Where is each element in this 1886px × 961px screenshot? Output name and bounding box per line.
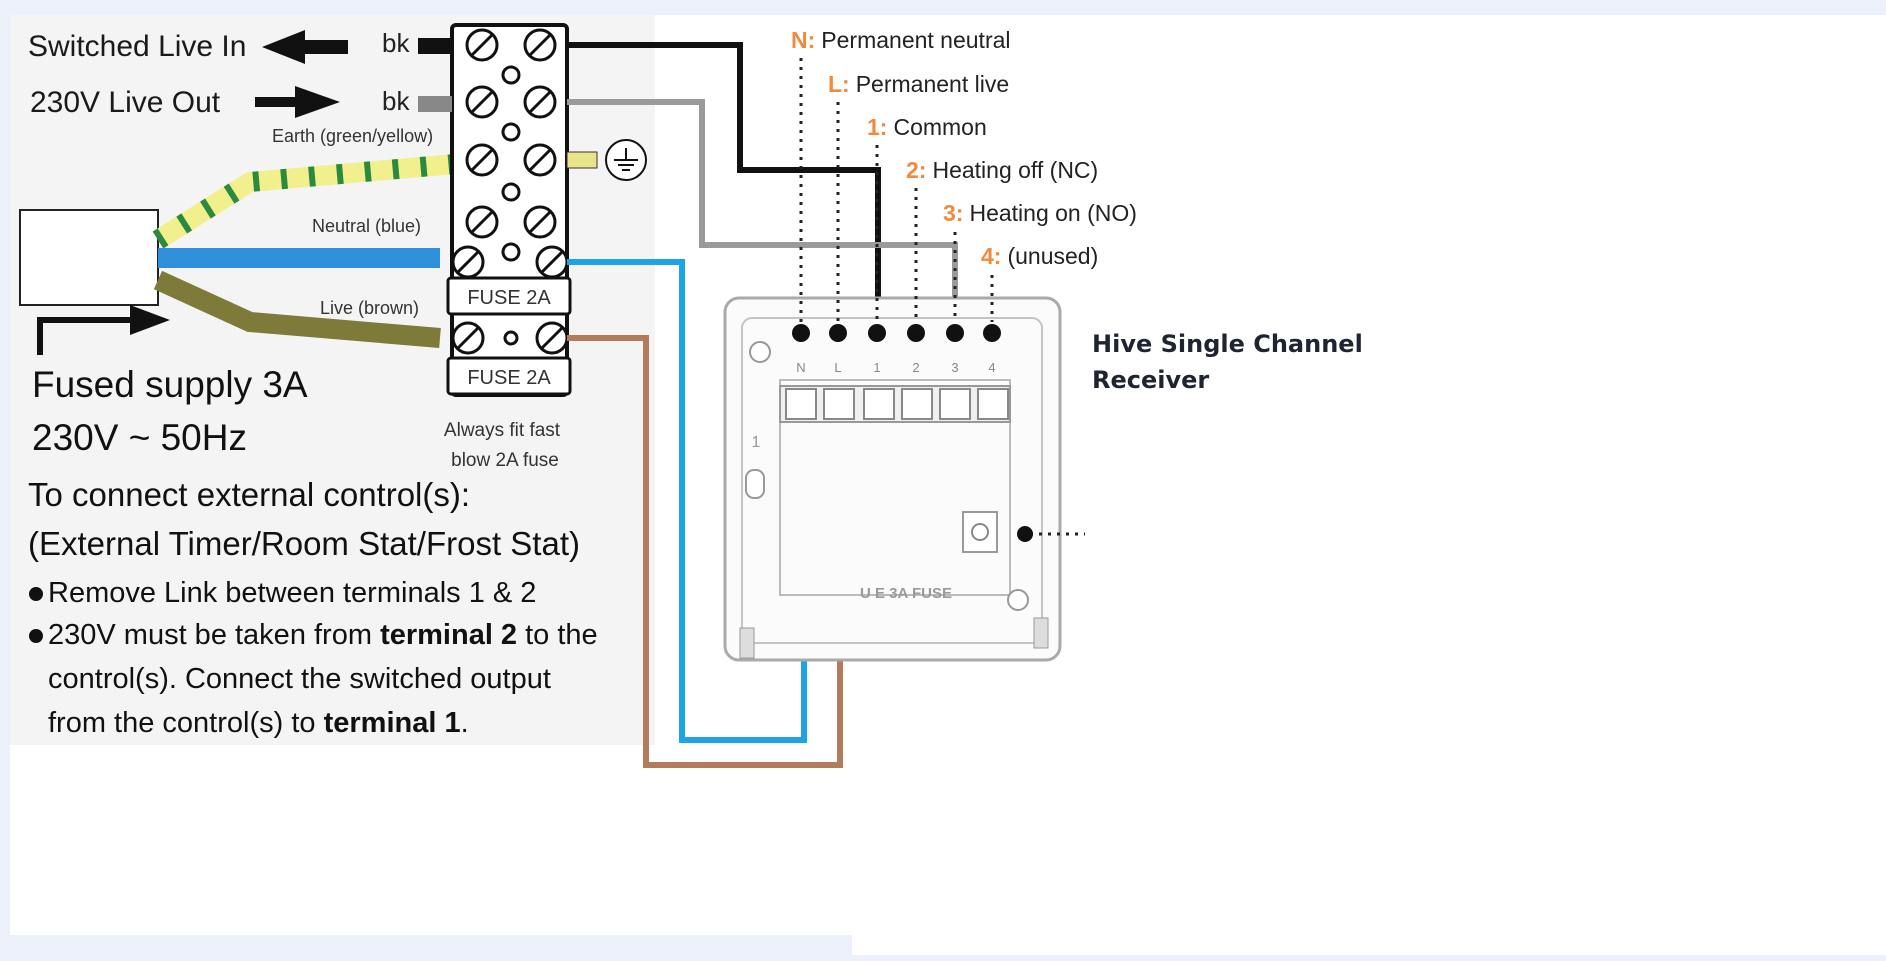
- supply-arrow-line: [37, 317, 135, 355]
- supply-line1: Fused supply 3A: [32, 364, 308, 405]
- earth-symbol-icon: [566, 139, 647, 181]
- receiver-title-line1: Hive Single Channel: [1092, 330, 1363, 358]
- bk-label-second: bk: [382, 86, 410, 116]
- switched-live-in-label: Switched Live In: [28, 30, 246, 63]
- receiver-title-line2: Receiver: [1092, 366, 1209, 394]
- supply-arrow-head: [130, 305, 170, 335]
- instruction-bullet1: Remove Link between terminals 1 & 2: [48, 577, 536, 609]
- live-out-label: 230V Live Out: [30, 86, 221, 119]
- fit-fuse-note-line1: Always fit fast: [444, 420, 561, 441]
- fuse-label-upper: FUSE 2A: [467, 287, 551, 309]
- terminal-key-3: 3:: [943, 200, 963, 226]
- instruction-bullet2-line3: from the control(s) to terminal 1.: [48, 707, 469, 739]
- receiver-terminal-mark-2: 2: [912, 360, 919, 375]
- receiver-base-label: U E 3A FUSE: [860, 585, 952, 602]
- receiver-backplate: [723, 296, 1062, 662]
- supply-line2: 230V ~ 50Hz: [32, 417, 247, 458]
- switched-live-in-arrow: [262, 30, 348, 64]
- earth-cable: [152, 150, 501, 249]
- receiver-terminal-mark-3: 3: [951, 360, 958, 375]
- terminal-legend-l: L:Permanent live: [828, 71, 1009, 97]
- bullet-dot-1: [29, 587, 43, 601]
- terminal-desc-1: Common: [893, 114, 986, 140]
- terminal-desc-2: Heating off (NC): [932, 157, 1098, 183]
- terminal-key-l: L:: [828, 71, 850, 97]
- bullet2-text-a: 230V must be taken from: [48, 619, 372, 651]
- live-label: Live (brown): [320, 298, 419, 318]
- terminal-desc-4: (unused): [1007, 243, 1098, 269]
- terminal-legend-1: 1:Common: [867, 114, 987, 140]
- bullet2-text-b: to the: [525, 619, 598, 651]
- terminal-key-4: 4:: [981, 243, 1001, 269]
- bullet-dot-2: [29, 629, 43, 643]
- earth-terminal-dot: [1017, 526, 1033, 542]
- grey-wire: [567, 99, 958, 338]
- earth-label: Earth (green/yellow): [272, 126, 433, 146]
- terminal-desc-l: Permanent live: [856, 71, 1009, 97]
- terminal-legend-n: N:Permanent neutral: [791, 27, 1011, 53]
- terminal-legend-3: 3:Heating on (NO): [943, 200, 1137, 226]
- bullet2-terminal1: terminal 1: [324, 707, 461, 739]
- bk-label-top: bk: [382, 28, 410, 58]
- instructions-subheading: (External Timer/Room Stat/Frost Stat): [28, 525, 580, 562]
- receiver-terminal-mark-l: L: [834, 360, 841, 375]
- terminal-desc-3: Heating on (NO): [969, 200, 1136, 226]
- fuse-label-lower: FUSE 2A: [467, 367, 551, 389]
- bullet2-terminal2: terminal 2: [380, 619, 517, 651]
- terminal-key-n: N:: [791, 27, 815, 53]
- terminal-legend-2: 2:Heating off (NC): [906, 157, 1098, 183]
- receiver-terminal-dots: [792, 324, 1001, 342]
- receiver-side-mark: 1: [752, 434, 761, 451]
- instruction-bullet2-line2: control(s). Connect the switched output: [48, 663, 551, 695]
- terminal-key-1: 1:: [867, 114, 887, 140]
- terminal-leader-lines: [799, 58, 1085, 536]
- bk-stub-top: [418, 38, 452, 54]
- live-out-arrow: [255, 86, 340, 118]
- terminal-block: [446, 23, 572, 397]
- bullet2-line3-end: .: [461, 707, 469, 739]
- neutral-label: Neutral (blue): [312, 216, 421, 236]
- instructions-heading: To connect external control(s):: [28, 476, 470, 513]
- fused-spur-box: [19, 209, 159, 306]
- receiver-terminal-mark-4: 4: [988, 360, 995, 375]
- receiver-terminal-mark-1: 1: [873, 360, 880, 375]
- receiver-terminal-mark-n: N: [796, 360, 805, 375]
- bk-stub-second: [418, 96, 452, 112]
- bullet2-line3-text: from the control(s) to: [48, 707, 316, 739]
- instruction-bullet2-line1: 230V must be taken from terminal 2 to th…: [48, 619, 598, 651]
- fit-fuse-note-line2: blow 2A fuse: [451, 450, 559, 471]
- terminal-desc-n: Permanent neutral: [821, 27, 1010, 53]
- live-cable: [153, 270, 441, 348]
- terminal-legend-4: 4:(unused): [981, 243, 1098, 269]
- terminal-key-2: 2:: [906, 157, 926, 183]
